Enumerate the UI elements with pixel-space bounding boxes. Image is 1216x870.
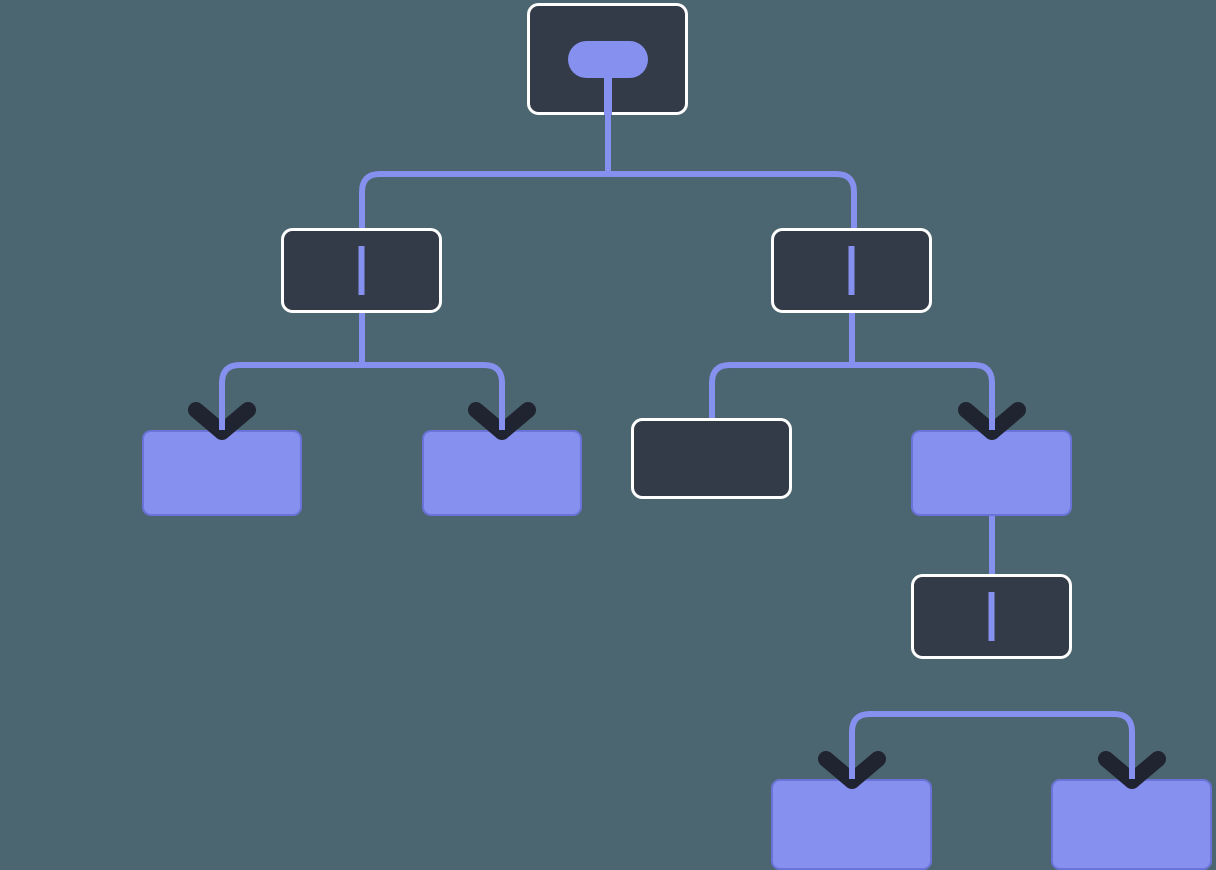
pill-stem	[604, 59, 612, 115]
branch-node-deep[interactable]	[911, 574, 1072, 659]
leaf-node-1[interactable]	[142, 430, 302, 516]
connector-bar-2	[219, 362, 505, 430]
arrow-leaf-1-icon	[188, 402, 256, 440]
empty-node[interactable]	[631, 418, 792, 499]
node-layer	[142, 3, 1212, 870]
leaf-node-2[interactable]	[422, 430, 582, 516]
node-body[interactable]	[142, 430, 302, 516]
connector-bar-1	[359, 171, 857, 228]
node-body[interactable]	[911, 430, 1072, 516]
arrow-leaf-6-icon	[1098, 751, 1166, 789]
connector-bar-3	[709, 362, 995, 430]
arrow-leaf-4-icon	[958, 402, 1026, 440]
connector-bar-4	[849, 711, 1135, 779]
node-body[interactable]	[1051, 779, 1212, 870]
node-body[interactable]	[771, 779, 932, 870]
leaf-node-4[interactable]	[911, 430, 1072, 516]
branch-node-left[interactable]	[281, 228, 442, 313]
node-body[interactable]	[631, 418, 792, 499]
branch-node-right[interactable]	[771, 228, 932, 313]
arrow-leaf-2-icon	[468, 402, 536, 440]
leaf-node-5[interactable]	[771, 779, 932, 870]
pill-badge-icon[interactable]	[568, 41, 648, 78]
root-node[interactable]	[527, 3, 688, 116]
node-body[interactable]	[422, 430, 582, 516]
leaf-node-6[interactable]	[1051, 779, 1212, 870]
arrowhead-layer	[188, 384, 1166, 789]
arrow-leaf-5-icon	[818, 751, 886, 789]
